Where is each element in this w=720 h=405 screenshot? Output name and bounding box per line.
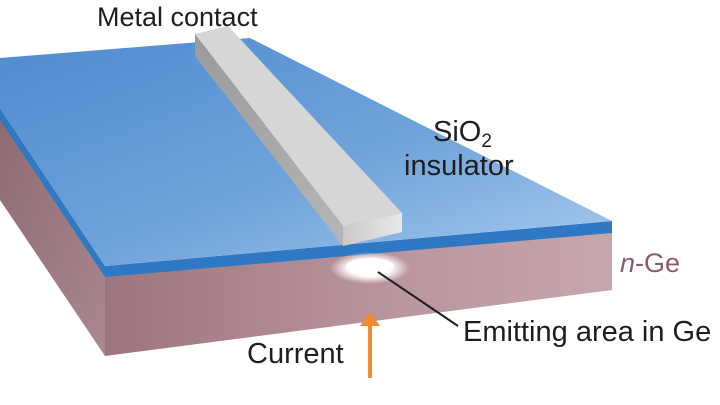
substrate-left-face (0, 118, 105, 356)
sio2-left-edge (0, 108, 105, 277)
emitting-leader-line (377, 271, 459, 327)
metal-contact-side (195, 34, 343, 246)
emitting-glow-core (346, 258, 394, 274)
insulator-label: insulator (404, 150, 514, 182)
metal-contact-top (195, 26, 402, 226)
n-prefix: n (620, 248, 636, 278)
current-arrow-head (360, 312, 380, 326)
n-ge-label: n-Ge (620, 248, 680, 279)
substrate-front-face (105, 232, 612, 356)
sio2-base-text: SiO (433, 116, 482, 148)
sio2-label: SiO2 (433, 116, 492, 153)
sio2-subscript: 2 (481, 131, 492, 152)
emitting-area-label: Emitting area in Ge (463, 316, 712, 348)
sio2-front-edge (105, 221, 612, 277)
metal-contact-end (343, 213, 402, 246)
metal-contact-label: Metal contact (97, 2, 258, 32)
ge-suffix: -Ge (635, 248, 681, 278)
current-label: Current (247, 338, 344, 370)
